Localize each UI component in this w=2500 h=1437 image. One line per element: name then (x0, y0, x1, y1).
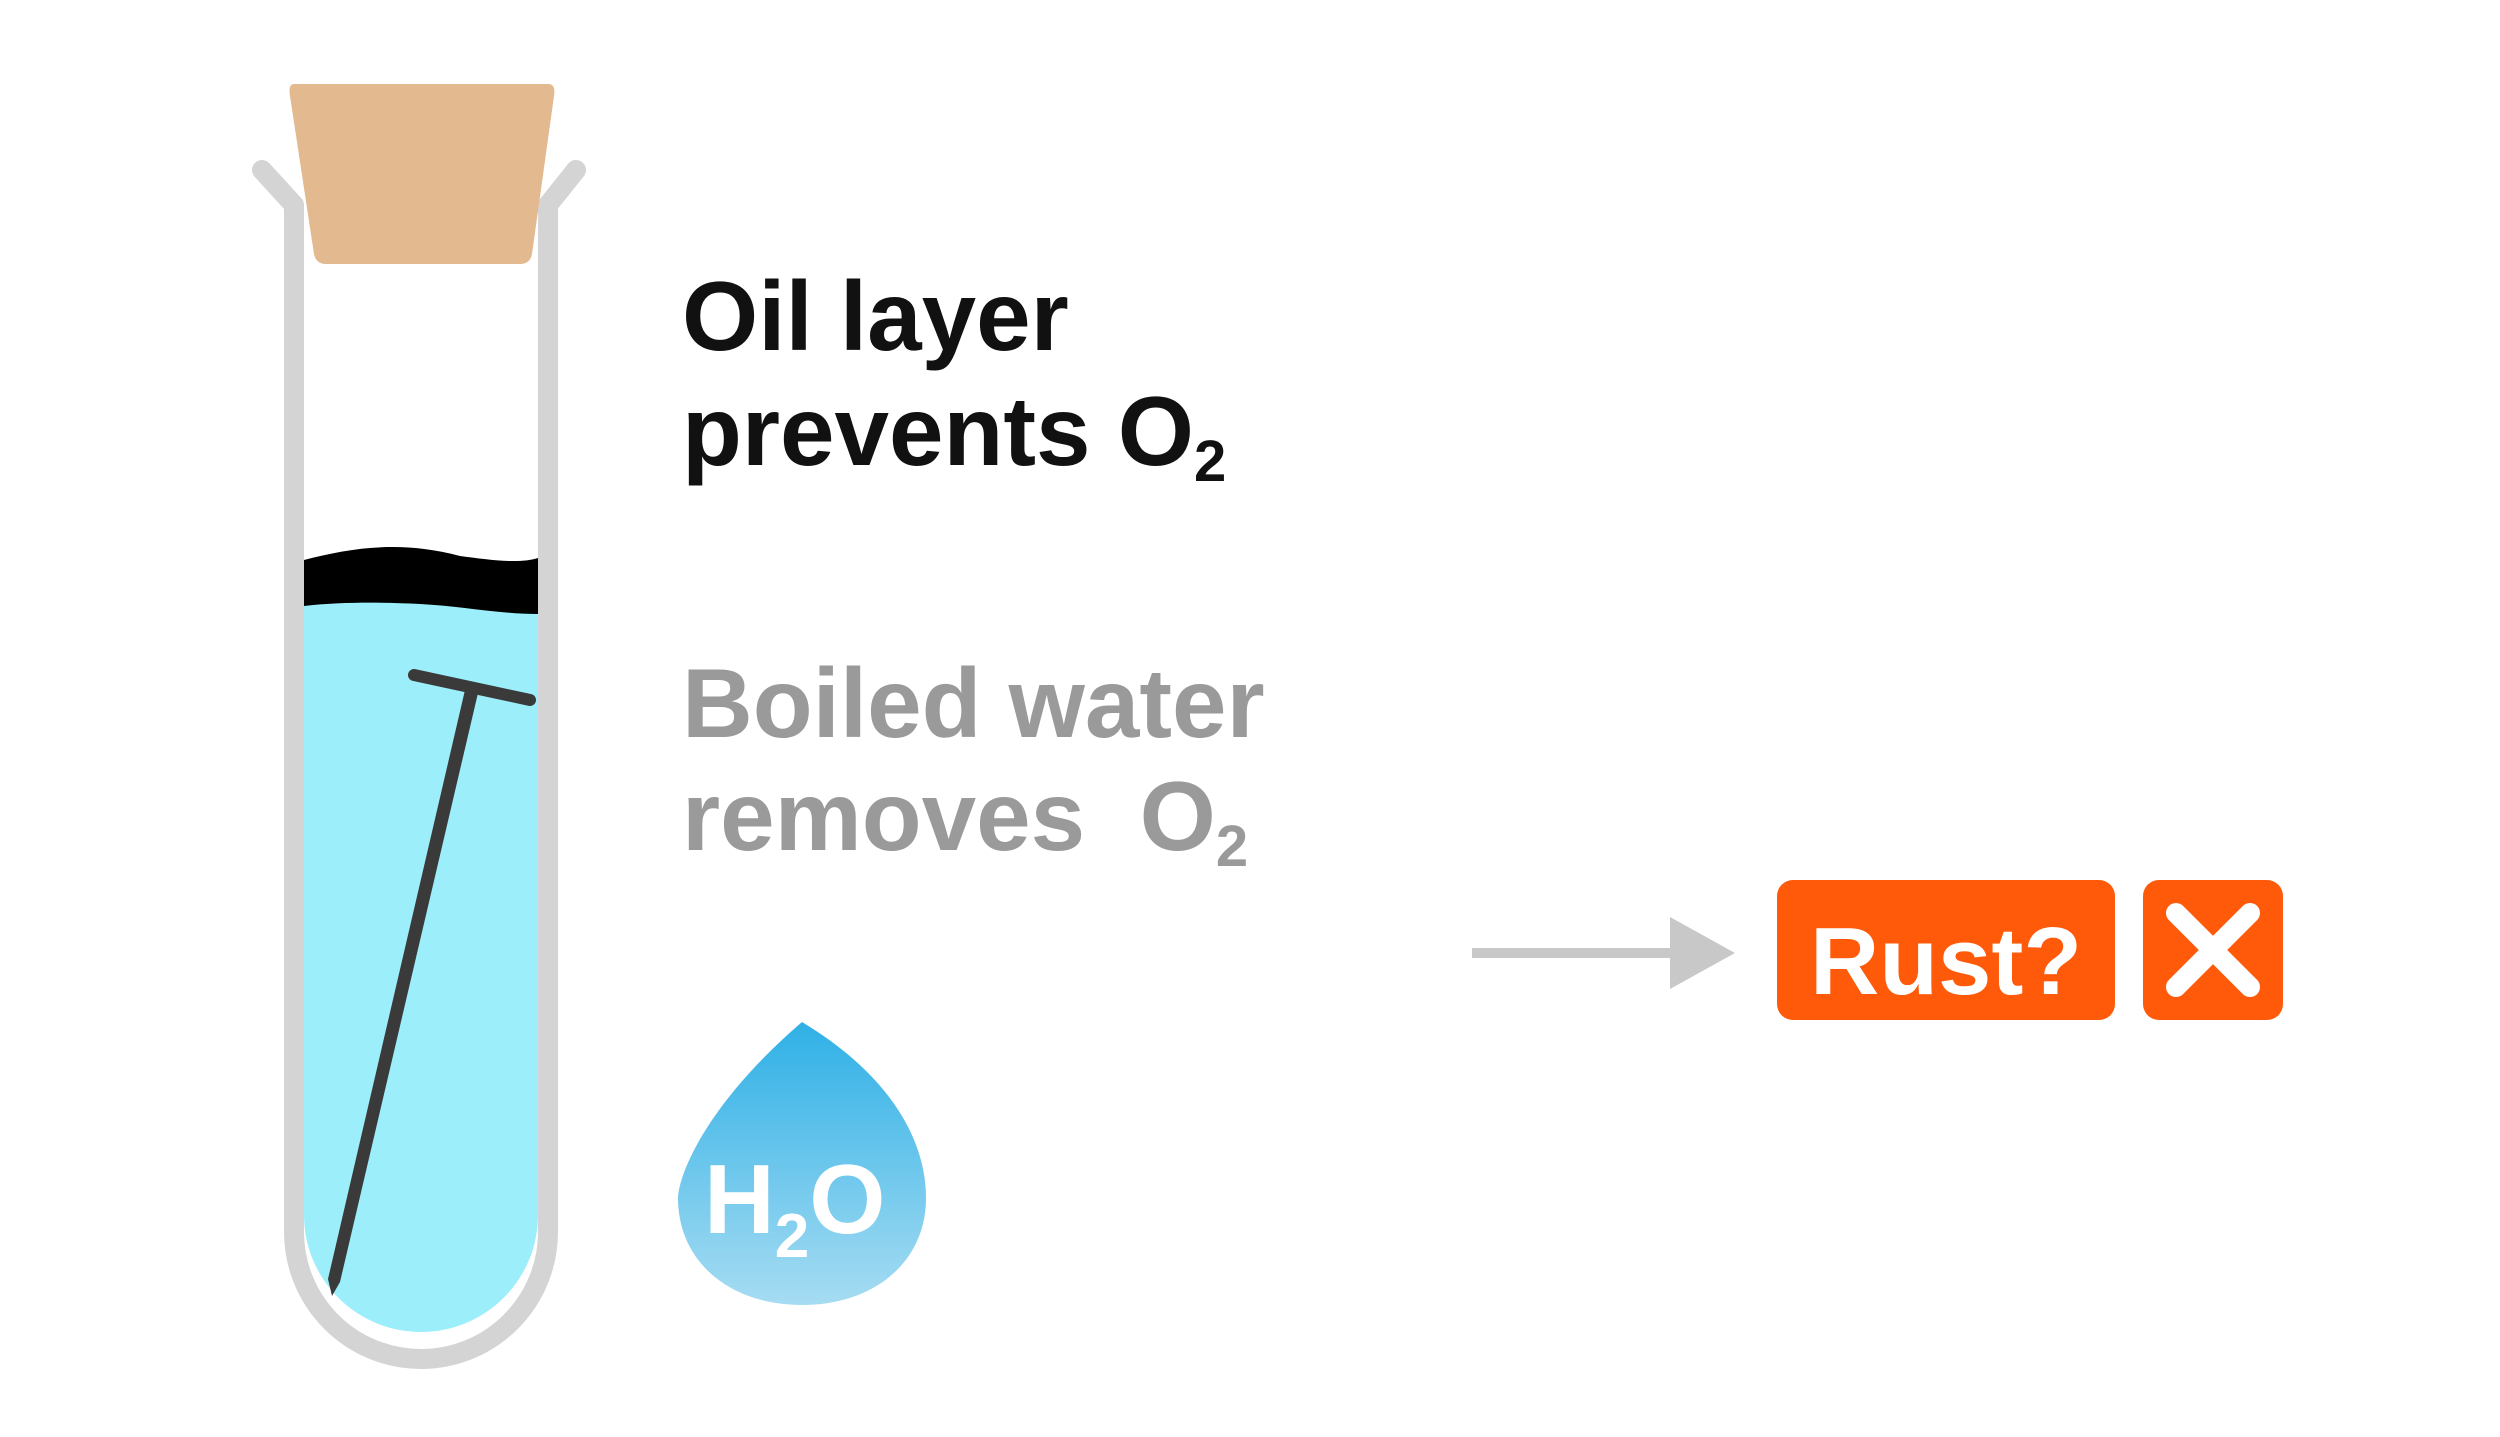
rust-question-badge: Rust? (1777, 880, 2115, 1020)
water-column (304, 594, 538, 1332)
no-rust-badge (2143, 880, 2283, 1020)
oil-label-line2-main: prevents O (682, 376, 1194, 486)
water-label-line2-main: removes O (682, 761, 1216, 871)
tube-lip-right (538, 160, 586, 215)
oil-layer-label: Oil layer prevents O2 (682, 261, 1226, 494)
tube-lip-left (252, 160, 304, 215)
water-drop-icon: H2O (678, 1022, 926, 1305)
boiled-water-label: Boiled water removes O2 (682, 648, 1265, 879)
oil-label-line1: Oil layer (682, 261, 1069, 371)
water-label-line1: Boiled water (682, 648, 1265, 758)
test-tube (252, 84, 586, 1369)
water-label-subscript: 2 (1216, 814, 1248, 879)
cross-icon (2166, 903, 2260, 997)
water-label-line2: removes O2 (682, 761, 1248, 879)
oil-label-subscript: 2 (1194, 429, 1226, 494)
oil-label-line2: prevents O2 (682, 376, 1226, 494)
formula-subscript: 2 (775, 1202, 809, 1271)
water-formula: H2O (704, 1144, 886, 1271)
rust-question-text: Rust? (1810, 908, 2082, 1015)
cork-stopper (289, 84, 555, 264)
formula-o: O (809, 1144, 885, 1254)
oil-layer (304, 547, 538, 614)
result-arrow (1472, 917, 1735, 989)
nail-icon (328, 669, 536, 1296)
tube-outline (284, 205, 558, 1369)
formula-h: H (704, 1144, 775, 1254)
water-drop-shape (678, 1022, 926, 1305)
rust-badge-background (1777, 880, 2115, 1020)
